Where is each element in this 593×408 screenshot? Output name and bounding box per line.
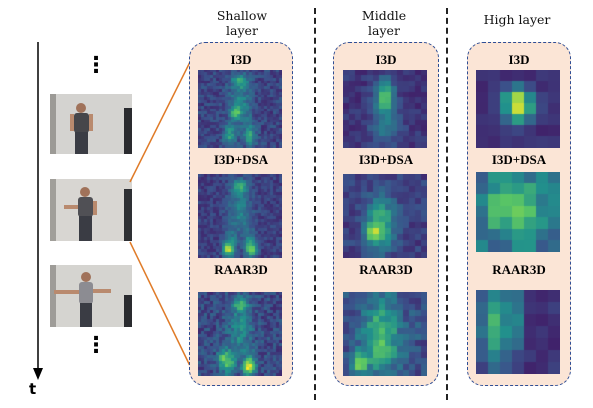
- label-high-i3d: I3D: [508, 52, 530, 67]
- heatmap-middle-raar3d: [343, 292, 427, 376]
- heatmap-middle-i3d: [343, 70, 427, 148]
- heatmap-high-i3d-dsa: [476, 172, 560, 252]
- time-axis-arrow: [33, 42, 43, 380]
- label-high-raar3d: RAAR3D: [492, 262, 546, 277]
- label-shallow-i3d: I3D: [230, 52, 252, 67]
- separator-2: [446, 8, 448, 400]
- column-title-shallow: Shallow layer: [195, 8, 289, 38]
- video-frame-2: [50, 179, 132, 241]
- column-title-shallow-line1: Shallow: [216, 8, 268, 23]
- connector-line-top: [129, 57, 193, 183]
- separator-1: [314, 8, 316, 400]
- heatmap-shallow-i3d-dsa: [198, 174, 282, 258]
- label-middle-i3d: I3D: [375, 52, 397, 67]
- heatmap-high-i3d: [476, 70, 560, 148]
- column-title-high: High layer: [467, 12, 567, 27]
- connector-line-bottom: [129, 241, 193, 371]
- heatmap-shallow-i3d: [198, 70, 282, 148]
- column-title-middle-line1: Middle: [361, 8, 407, 23]
- label-middle-raar3d: RAAR3D: [359, 262, 413, 277]
- label-high-i3d-dsa: I3D+DSA: [491, 152, 547, 167]
- column-title-shallow-line2: layer: [226, 23, 258, 38]
- heatmap-high-raar3d: [476, 290, 560, 374]
- video-frame-3: [50, 265, 132, 327]
- column-title-middle: Middle layer: [337, 8, 431, 38]
- label-shallow-raar3d: RAAR3D: [214, 262, 268, 277]
- column-title-high-line1: High layer: [483, 12, 551, 27]
- column-title-middle-line2: layer: [368, 23, 400, 38]
- heatmap-middle-i3d-dsa: [343, 174, 427, 258]
- time-axis-label: t: [29, 380, 37, 398]
- video-frame-1: [50, 94, 132, 154]
- label-shallow-i3d-dsa: I3D+DSA: [213, 152, 269, 167]
- label-middle-i3d-dsa: I3D+DSA: [358, 152, 414, 167]
- heatmap-shallow-raar3d: [198, 292, 282, 376]
